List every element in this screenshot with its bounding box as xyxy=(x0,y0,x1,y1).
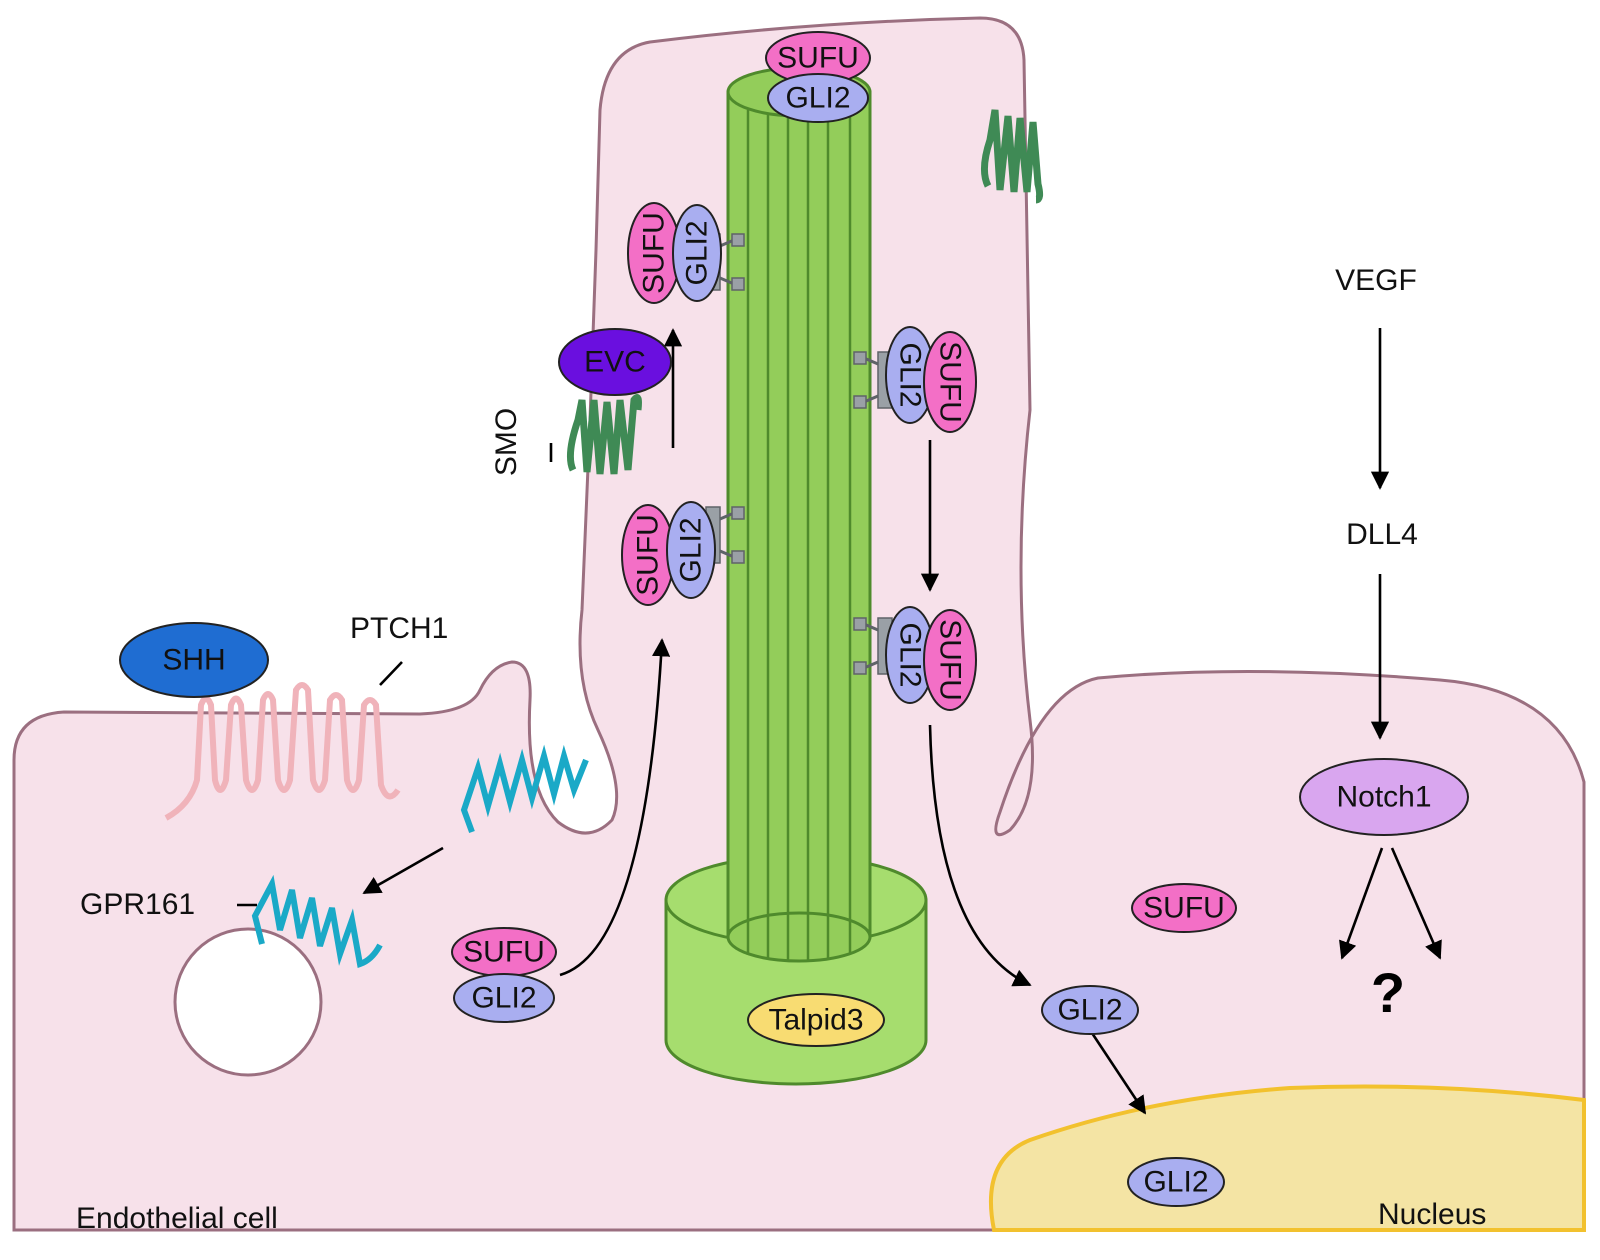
evc-label: EVC xyxy=(584,346,646,379)
arrow-out-cilium xyxy=(928,724,1032,987)
gpr161-receptor-vesicle xyxy=(251,874,383,968)
arrow-notch1-right xyxy=(1390,847,1442,960)
smo-receptor xyxy=(566,394,642,475)
gli2-label: GLI2 xyxy=(675,517,708,582)
gli2-label: GLI2 xyxy=(1143,1166,1208,1199)
gpr161-label: GPR161 xyxy=(80,888,195,921)
shh-label: SHH xyxy=(162,644,225,677)
arrow-notch1-left xyxy=(1339,847,1384,960)
smo-receptor-top xyxy=(981,109,1044,204)
sufu-gli2-tip: SUFU GLI2 xyxy=(765,31,871,123)
leader-lines xyxy=(237,443,553,907)
shh-ligand: SHH xyxy=(119,622,269,698)
sufu-free: SUFU xyxy=(1131,883,1237,933)
sufu-label: SUFU xyxy=(934,619,967,701)
primary-cilium xyxy=(726,66,872,963)
sufu-gli2-left-lower: SUFU GLI2 xyxy=(621,501,716,606)
sufu-label: SUFU xyxy=(777,42,859,75)
sufu-gli2-left-upper: SUFU GLI2 xyxy=(627,202,722,304)
gli2-label: GLI2 xyxy=(785,82,850,115)
notch1-label: Notch1 xyxy=(1336,781,1431,814)
gli2-label: GLI2 xyxy=(681,220,714,285)
ptch1-receptor xyxy=(164,682,401,821)
gli2-nuclear: GLI2 xyxy=(1127,1157,1225,1207)
sufu-gli2-right-lower: GLI2 SUFU xyxy=(885,606,977,711)
gli2-label: GLI2 xyxy=(1057,994,1122,1027)
gli2-free: GLI2 xyxy=(1041,985,1139,1035)
sufu-gli2-cytoplasm: SUFU GLI2 xyxy=(451,927,557,1023)
gli2-label: GLI2 xyxy=(894,622,927,687)
vegf-label: VEGF xyxy=(1335,264,1417,297)
sufu-label: SUFU xyxy=(638,212,671,294)
ptch1-label: PTCH1 xyxy=(350,612,448,645)
molecules: SHH EVC SUFU GLI2 SUFU GLI2 SUFU GLI2 xyxy=(119,31,1469,1207)
sufu-label: SUFU xyxy=(632,514,665,596)
gli2-label: GLI2 xyxy=(894,342,927,407)
sufu-label: SUFU xyxy=(934,341,967,423)
gpr161-receptor-membrane xyxy=(460,744,589,834)
endothelial-cell-label: Endothelial cell xyxy=(76,1202,278,1235)
sufu-gli2-right-upper: GLI2 SUFU xyxy=(885,326,977,433)
dll4-label: DLL4 xyxy=(1346,518,1418,551)
question-mark: ? xyxy=(1371,961,1405,1024)
talpid3-protein: Talpid3 xyxy=(747,993,885,1047)
nucleus-label: Nucleus xyxy=(1378,1198,1486,1231)
arrow-to-nucleus xyxy=(1088,1029,1147,1115)
talpid3-label: Talpid3 xyxy=(768,1004,863,1037)
sufu-label: SUFU xyxy=(463,936,545,969)
gli2-label: GLI2 xyxy=(471,982,536,1015)
notch1-receptor: Notch1 xyxy=(1299,758,1469,836)
sufu-label: SUFU xyxy=(1143,892,1225,925)
smo-label: SMO xyxy=(490,408,523,476)
evc-protein: EVC xyxy=(558,328,672,396)
gpr161-vesicle xyxy=(173,927,323,1077)
arrow-into-cilium xyxy=(559,638,671,977)
arrow-to-vesicle xyxy=(362,846,444,895)
arrows xyxy=(362,328,1442,1115)
